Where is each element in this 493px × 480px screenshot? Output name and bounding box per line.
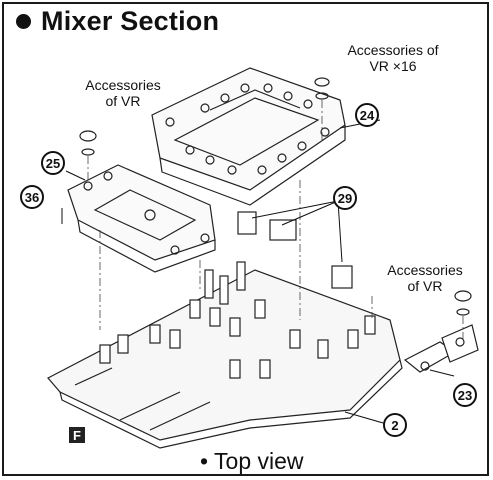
main-pcb-part [47, 269, 403, 449]
top-bracket-part [151, 67, 346, 206]
section-title: Mixer Section [41, 6, 220, 36]
right-bracket-part [403, 324, 479, 373]
section-heading: Mixer Section [16, 6, 219, 37]
assembly-guide-lines [87, 100, 464, 340]
accessories-label-right: Accessories of VR [387, 262, 463, 294]
accessories-label-left: Accessories of VR [85, 77, 161, 109]
accessories-label-top-right: Accessories of VR ×16 [347, 42, 439, 74]
callout-25: 25 [41, 151, 65, 175]
accessory-washers [79, 77, 472, 316]
top-view-caption: • Top view [200, 448, 304, 474]
callout-24: 24 [355, 103, 379, 127]
left-bracket-part [67, 164, 216, 273]
slider-bracket-parts [237, 211, 353, 289]
callout-leaders [61, 119, 455, 426]
bullet-icon [16, 14, 31, 29]
callout-2: 2 [383, 413, 407, 437]
callout-23: 23 [453, 383, 477, 407]
callout-36: 36 [20, 185, 44, 209]
potentiometers [99, 261, 376, 379]
callout-29: 29 [333, 186, 357, 210]
view-marker-f: F [69, 427, 85, 443]
